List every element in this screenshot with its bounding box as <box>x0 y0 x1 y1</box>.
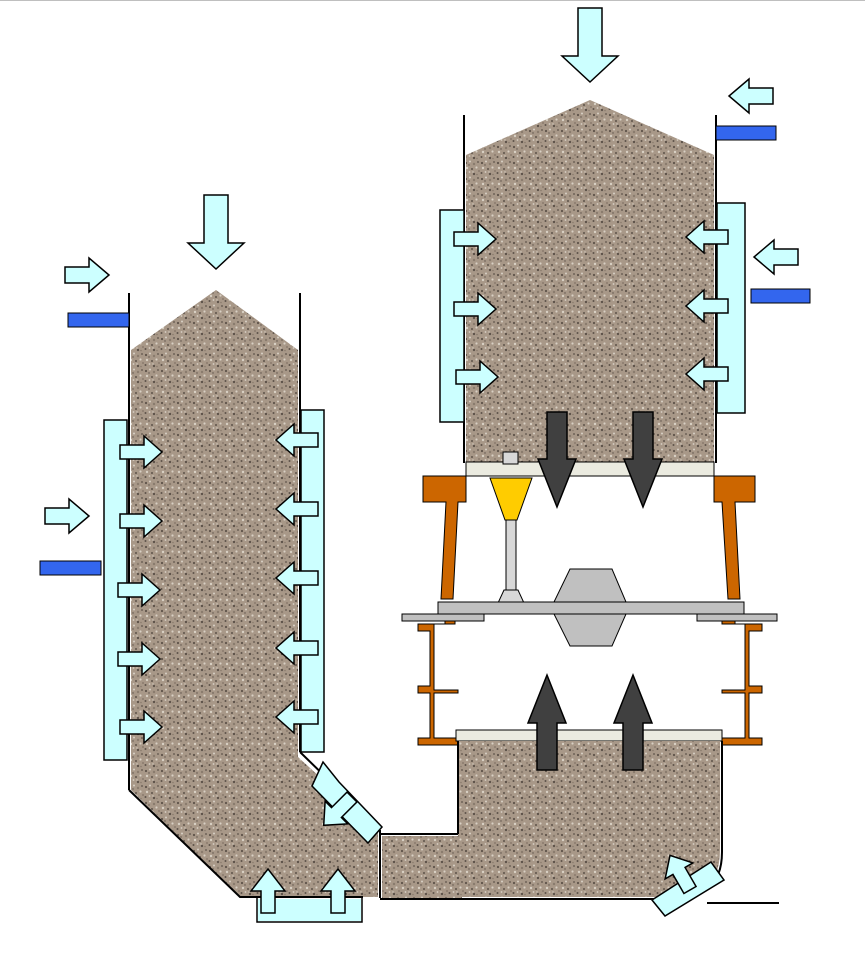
connector-bed <box>382 836 462 898</box>
right-feed-arrow-icon <box>560 7 620 84</box>
right-mid-port <box>750 288 811 304</box>
right-shaft <box>401 7 811 917</box>
nozzle-stem <box>505 519 517 593</box>
air-inlet-arrow <box>453 221 498 257</box>
air-inlet-arrow <box>119 503 164 539</box>
left-feed-arrow-icon <box>186 194 246 271</box>
left-shaft-bed <box>131 290 378 897</box>
air-inlet-arrow-left <box>684 288 729 324</box>
left-shaft-wall-bottom <box>128 789 363 898</box>
left-top-air-arrow <box>64 256 111 294</box>
left-mid-air-arrow <box>44 497 91 535</box>
lower-orange-frame-right <box>721 620 763 746</box>
material-up-arrow-icon <box>612 672 654 771</box>
material-down-arrow-icon <box>622 411 664 510</box>
right-upper-bed <box>466 100 714 462</box>
air-inlet-arrow-left <box>274 560 319 596</box>
left-shaft <box>39 194 384 923</box>
upper-orange-frame-right <box>713 475 756 600</box>
air-inlet-arrow-left <box>684 219 729 255</box>
right-top-air-arrow-left <box>727 77 774 115</box>
air-inlet-arrow-left <box>274 491 319 527</box>
air-inlet-arrow <box>455 359 500 395</box>
bottom-air-arrow-up <box>249 867 287 914</box>
right-top-port <box>715 125 777 141</box>
left-mid-port <box>39 560 102 576</box>
material-up-arrow-icon <box>526 672 568 771</box>
air-inlet-arrow <box>117 572 162 608</box>
left-top-port <box>67 312 130 328</box>
nozzle-foot <box>497 589 525 604</box>
valve-hexagon-lower <box>553 613 627 647</box>
corner-air-arrow <box>664 854 698 895</box>
air-inlet-arrow <box>117 641 162 677</box>
top-border-line <box>0 0 865 1</box>
air-inlet-arrow <box>119 709 164 745</box>
right-mid-air-arrow-left <box>752 238 799 276</box>
material-down-arrow-icon <box>536 411 578 510</box>
bottom-air-jacket <box>256 897 363 923</box>
right-lower-bed <box>458 741 720 897</box>
air-inlet-arrow-left <box>274 699 319 735</box>
air-inlet-arrow <box>119 434 164 470</box>
air-inlet-arrow-left <box>274 630 319 666</box>
lower-orange-frame-left <box>417 620 459 746</box>
air-inlet-arrow-left <box>684 356 729 392</box>
air-inlet-arrow-left <box>274 422 319 458</box>
middle-flange-left <box>401 613 485 622</box>
diagonal-air-arrow <box>322 790 359 827</box>
bottom-air-arrow-up <box>319 867 357 914</box>
valve-hexagon-icon <box>553 568 627 603</box>
upper-orange-frame-left <box>422 475 467 600</box>
middle-grate-plate <box>437 601 745 615</box>
middle-flange-right <box>696 613 778 622</box>
air-inlet-arrow <box>453 291 498 327</box>
nozzle-funnel-icon <box>489 477 533 521</box>
connector-channel <box>380 833 640 900</box>
lower-grate-plate <box>455 729 723 742</box>
nozzle-tip <box>502 451 519 465</box>
